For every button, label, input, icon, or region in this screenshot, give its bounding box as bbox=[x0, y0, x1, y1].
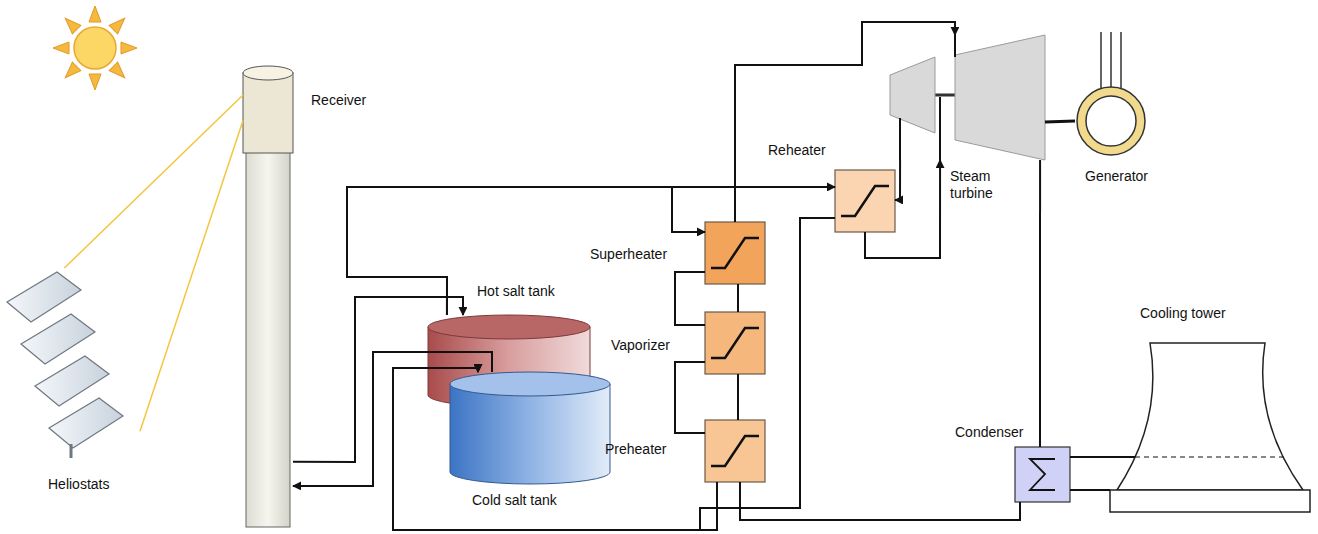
pipe bbox=[675, 272, 705, 325]
sun-ray bbox=[109, 62, 129, 82]
turbine-shape bbox=[890, 35, 1045, 160]
component-label: Reheater bbox=[768, 142, 826, 159]
sun-ray bbox=[53, 42, 69, 54]
pipe bbox=[1039, 160, 1041, 447]
exchanger-body bbox=[835, 170, 895, 232]
heliostat-field: Heliostats bbox=[5, 268, 140, 460]
receiver-tower: Receiver bbox=[243, 65, 293, 527]
generator-ring bbox=[1077, 87, 1145, 155]
heat-exchanger: Reheater bbox=[835, 170, 895, 232]
exchanger-body bbox=[705, 420, 765, 482]
exchanger-body bbox=[705, 312, 765, 374]
component-label: Receiver bbox=[311, 92, 366, 109]
heliostat-stand bbox=[70, 444, 73, 458]
heliostats-shape bbox=[5, 268, 140, 460]
component-label: Steam turbine bbox=[950, 168, 1014, 202]
receiver-shape bbox=[243, 65, 293, 527]
pipe bbox=[737, 284, 739, 312]
pipe-stub bbox=[939, 97, 941, 160]
hx-shape bbox=[705, 222, 765, 284]
component-label: Superheater bbox=[590, 246, 667, 263]
generator-shape bbox=[1075, 85, 1147, 157]
hx-shape bbox=[835, 170, 895, 232]
wire bbox=[1100, 32, 1102, 92]
component-label: Cooling tower bbox=[1140, 305, 1226, 322]
condenser-shape bbox=[1015, 447, 1070, 502]
pipe bbox=[393, 218, 835, 530]
sun-ray bbox=[64, 95, 243, 268]
exchanger-symbol bbox=[711, 436, 759, 466]
sun-ray bbox=[89, 74, 101, 90]
component-label: Vaporizer bbox=[611, 337, 670, 354]
pipe bbox=[1070, 489, 1105, 491]
component-label: Heliostats bbox=[48, 476, 109, 493]
sun-ray bbox=[61, 14, 81, 34]
hp-turbine bbox=[890, 57, 935, 133]
pipe-stub bbox=[954, 35, 956, 57]
sun-ray bbox=[61, 62, 81, 82]
tower-column bbox=[246, 151, 290, 527]
condenser-body bbox=[1015, 447, 1070, 502]
heat-exchanger: Superheater bbox=[705, 222, 765, 284]
sun-ray bbox=[121, 42, 137, 54]
turbine-shaft bbox=[935, 94, 955, 97]
component-label: Preheater bbox=[605, 441, 666, 458]
heliostat-panel bbox=[49, 398, 123, 448]
tank-body bbox=[450, 384, 610, 484]
sun-icon bbox=[53, 6, 137, 90]
pipe-stub bbox=[899, 118, 901, 160]
tank-top bbox=[428, 315, 590, 339]
sun-ray bbox=[140, 120, 243, 431]
tower-shape bbox=[1105, 340, 1310, 512]
tower-shell bbox=[1117, 343, 1303, 490]
pipe-stub bbox=[1105, 489, 1110, 491]
exchanger-symbol bbox=[841, 186, 889, 216]
heat-exchanger: Vaporizer bbox=[705, 312, 765, 374]
tower-basin bbox=[1110, 490, 1310, 512]
receiver-head bbox=[243, 73, 293, 153]
exchanger-symbol bbox=[711, 328, 759, 358]
pipe bbox=[737, 374, 739, 420]
heat-exchanger: Preheater bbox=[705, 420, 765, 482]
generator: Generator bbox=[1075, 85, 1147, 157]
pipe bbox=[1070, 456, 1105, 458]
pipe bbox=[895, 160, 900, 200]
hx-shape bbox=[705, 420, 765, 482]
tank-top bbox=[450, 372, 610, 396]
pipe bbox=[675, 362, 705, 433]
lp-turbine bbox=[955, 35, 1045, 160]
component-label: Condenser bbox=[955, 424, 1024, 441]
condenser-coil bbox=[1030, 459, 1055, 490]
condenser: Condenser bbox=[1015, 447, 1070, 502]
generator-core bbox=[1086, 96, 1136, 146]
exchanger-body bbox=[705, 222, 765, 284]
cooling-tower: Cooling tower bbox=[1105, 340, 1310, 512]
spray-line bbox=[1135, 456, 1287, 457]
wire bbox=[1110, 32, 1112, 90]
sun-ray bbox=[89, 6, 101, 22]
component-label: Cold salt tank bbox=[472, 492, 557, 509]
component-label: Hot salt tank bbox=[477, 283, 555, 300]
exchanger-symbol bbox=[711, 238, 759, 268]
sun-ray bbox=[109, 14, 129, 34]
hx-shape bbox=[705, 312, 765, 374]
pipe bbox=[347, 187, 705, 315]
pipe bbox=[740, 482, 1020, 520]
cold-tank: Cold salt tank bbox=[450, 372, 610, 484]
cold-shape bbox=[450, 372, 610, 484]
wire bbox=[1120, 32, 1122, 90]
pipe bbox=[347, 187, 835, 315]
receiver-top bbox=[243, 66, 293, 80]
generator-wires bbox=[1101, 32, 1121, 92]
pipe bbox=[1045, 121, 1075, 122]
sun-disc bbox=[74, 27, 116, 69]
component-label: Generator bbox=[1085, 168, 1148, 185]
pipe-stub bbox=[1105, 456, 1135, 458]
steam-turbine: Steam turbine bbox=[890, 35, 1045, 160]
